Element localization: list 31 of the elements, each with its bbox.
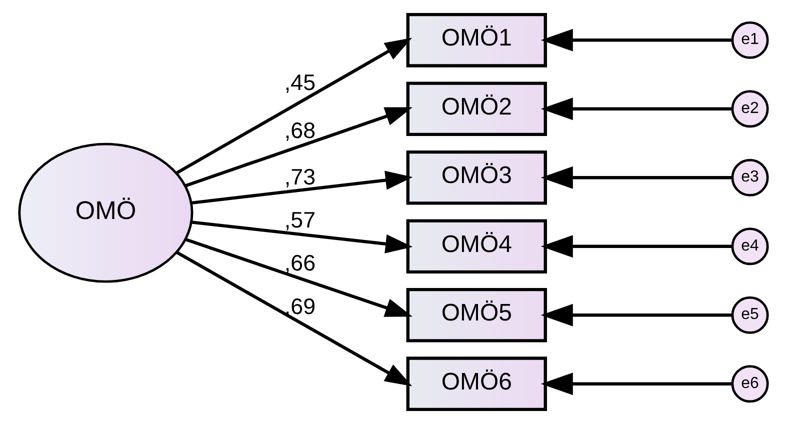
arrow: [540, 28, 732, 52]
node-box: OMÖ1: [406, 12, 546, 68]
arrow: [184, 238, 412, 317]
node-circle: e2: [730, 90, 768, 128]
node-circle: e5: [730, 296, 768, 334]
node-circle: e4: [730, 228, 768, 266]
node-box: OMÖ6: [406, 356, 546, 412]
arrow: [190, 220, 412, 254]
node-box: OMÖ3: [406, 150, 546, 205]
edge-label: ,45: [284, 70, 316, 96]
arrow: [540, 98, 732, 120]
node-box: OMÖ2: [406, 82, 546, 136]
arrow: [540, 304, 732, 326]
arrow: [184, 107, 412, 188]
node-circle: e6: [730, 365, 768, 403]
arrow: [540, 166, 732, 189]
arrow: [190, 170, 412, 205]
arrow: [540, 372, 732, 396]
node-circle: e3: [730, 158, 768, 196]
edge-label: ,68: [284, 118, 316, 143]
edge-label: ,66: [284, 250, 316, 276]
arrow: [176, 38, 412, 174]
node-box: OMÖ5: [406, 288, 546, 342]
node-circle: e1: [730, 21, 768, 59]
edge-label: ,57: [284, 208, 316, 233]
node-box: OMÖ4: [406, 219, 546, 274]
edge-label: ,69: [284, 294, 316, 319]
edge-label: ,73: [284, 164, 316, 190]
arrow: [176, 251, 412, 386]
node-ellipse: OMÖ: [18, 142, 193, 283]
arrow: [540, 235, 732, 258]
